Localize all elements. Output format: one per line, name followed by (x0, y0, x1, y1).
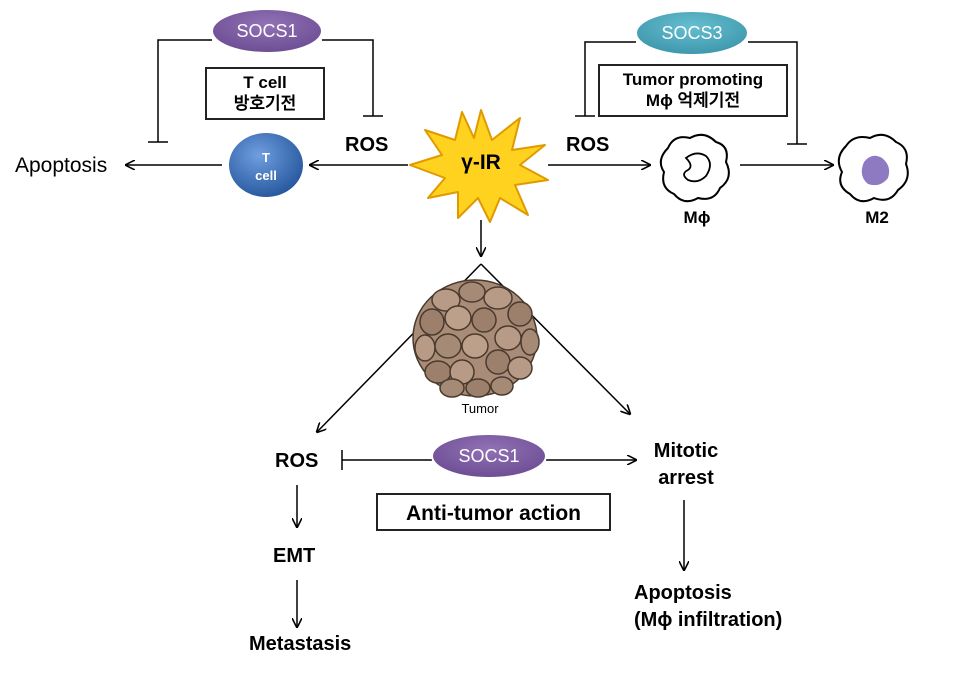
socs1-bottom-ellipse (431, 433, 547, 479)
socs3-ellipse (635, 10, 749, 56)
mphi-label: Mϕ (683, 208, 711, 227)
anti-tumor-action-text: Anti-tumor action (406, 502, 581, 525)
apoptosis-bottom-line2: (Mϕ infiltration) (634, 609, 783, 631)
tumor-promoting-box: Tumor promoting Mϕ 억제기전 (598, 64, 788, 117)
socs3-inhibit-line-right (748, 41, 798, 144)
gamma-ir-burst (409, 109, 549, 223)
tcell-sphere (229, 133, 303, 197)
gamma-ir-label: γ-IR (461, 151, 501, 174)
m2-nucleus-icon (861, 155, 890, 186)
socs1-top-ellipse (211, 8, 323, 54)
tumor-label: Tumor (461, 401, 499, 416)
ros-left-label: ROS (345, 134, 389, 156)
tcell-protection-line2: 방호기전 (233, 94, 297, 114)
tcell-label-line1: T (262, 150, 270, 165)
mitotic-arrest-line2: arrest (658, 467, 714, 489)
tcell-label-line2: cell (255, 168, 277, 183)
tumor-promoting-line1: Tumor promoting (622, 70, 764, 89)
emt-label: EMT (273, 545, 316, 567)
tumor-cluster-icon (412, 279, 540, 398)
m2-label: M2 (865, 208, 889, 227)
ros-bottom-label: ROS (275, 450, 319, 472)
socs3-inhibit-line-left (584, 41, 636, 116)
anti-tumor-action-box: Anti-tumor action (376, 493, 611, 531)
tumor-promoting-line2: Mϕ 억제기전 (645, 91, 741, 111)
socs1-top-inhibit-line (157, 39, 212, 142)
apoptosis-left-label: Apoptosis (15, 154, 108, 177)
mitotic-arrest-line1: Mitotic (653, 440, 719, 462)
socs1-top-inhibit-line-right (322, 39, 374, 116)
metastasis-label: Metastasis (249, 633, 352, 655)
socs1-top-label: SOCS1 (236, 21, 298, 41)
socs3-label: SOCS3 (661, 23, 723, 43)
tcell-protection-line1: T cell (243, 73, 287, 92)
tcell-protection-box: T cell 방호기전 (205, 67, 325, 120)
mphi-nucleus-icon (683, 152, 711, 183)
ros-right-label: ROS (566, 134, 610, 156)
socs1-bottom-label: SOCS1 (458, 446, 520, 466)
apoptosis-bottom-line1: Apoptosis (634, 582, 732, 604)
